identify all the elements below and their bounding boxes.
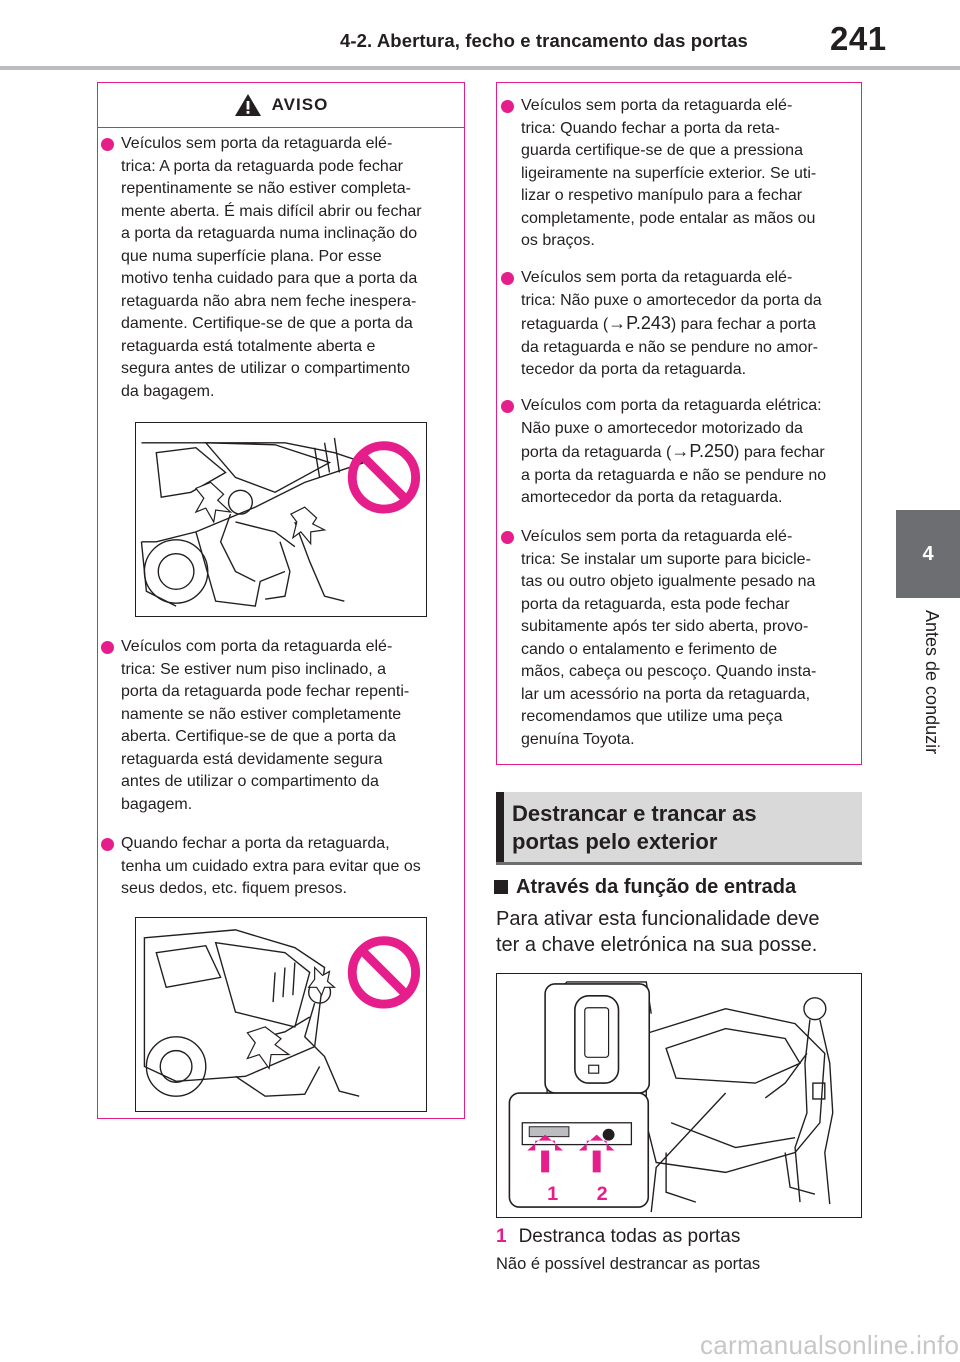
bullet-dot-icon bbox=[501, 400, 514, 413]
section-heading: Destrancar e trancar as portas pelo exte… bbox=[496, 792, 862, 865]
watermark: carmanualsonline.info bbox=[700, 1330, 960, 1360]
subheading: Através da função de entrada bbox=[494, 876, 796, 899]
warning-item-text-part: ) para fechar a porta da retaguarda e nã… bbox=[521, 444, 827, 506]
section-title: 4-2. Abertura, fecho e trancamento das p… bbox=[340, 30, 748, 51]
bullet-dot-icon bbox=[501, 272, 514, 285]
bullet-dot-icon bbox=[501, 100, 514, 113]
header-rule bbox=[0, 66, 960, 70]
bullet-dot-icon bbox=[101, 838, 114, 851]
warning-box-right bbox=[496, 82, 862, 765]
step-text: Destranca todas as portas bbox=[518, 1226, 741, 1247]
warning-item-text: Veículos com porta da retaguarda elétric… bbox=[521, 395, 861, 510]
tailgate-hazard-illustration-1 bbox=[135, 422, 427, 617]
bullet-dot-icon bbox=[101, 138, 114, 151]
step-item: 1 Destranca todas as portas bbox=[496, 1226, 740, 1248]
page-number: 241 bbox=[830, 20, 887, 57]
square-bullet-icon bbox=[494, 880, 508, 894]
warning-item-text: Quando fechar a porta da retaguarda, ten… bbox=[121, 835, 421, 897]
figure-label-2: 2 bbox=[597, 1183, 608, 1205]
bullet-dot-icon bbox=[501, 531, 514, 544]
figure-label-1: 1 bbox=[547, 1183, 558, 1205]
chapter-title: Antes de conduzir bbox=[922, 610, 942, 755]
page-reference-link[interactable]: →P.243 bbox=[608, 313, 671, 333]
subheading-text: Através da função de entrada bbox=[516, 876, 797, 898]
warning-item: Veículos sem porta da retaguarda elé- tr… bbox=[101, 133, 461, 403]
step-description: Não é possível destrancar as portas bbox=[496, 1255, 761, 1273]
smart-entry-illustration: 1 2 bbox=[496, 973, 862, 1218]
warning-item-text: Veículos sem porta da retaguarda elé- tr… bbox=[521, 267, 861, 382]
warning-item-text: Veículos sem porta da retaguarda elé- tr… bbox=[121, 135, 422, 400]
bullet-dot-icon bbox=[101, 641, 114, 654]
warning-box-left: AVISO bbox=[97, 82, 465, 1119]
warning-item-text-part: Veículos sem porta da retaguarda elé- tr… bbox=[521, 269, 822, 333]
body-text: Para ativar esta funcionalidade deve ter… bbox=[496, 908, 820, 956]
warning-item: Quando fechar a porta da retaguarda, ten… bbox=[101, 833, 461, 901]
step-number: 1 bbox=[496, 1226, 507, 1247]
warning-item: Veículos sem porta da retaguarda elé- tr… bbox=[501, 526, 861, 751]
section-heading-text: Destrancar e trancar as portas pelo exte… bbox=[512, 801, 757, 854]
page-reference-link[interactable]: →P.250 bbox=[671, 441, 735, 461]
warning-item-text-part: Veículos com porta da retaguarda elétric… bbox=[521, 397, 822, 461]
warning-item: Veículos com porta da retaguarda elé- tr… bbox=[101, 636, 461, 816]
warning-item: Veículos sem porta da retaguarda elé- tr… bbox=[501, 95, 861, 253]
warning-item: Veículos sem porta da retaguarda elé- tr… bbox=[501, 267, 861, 382]
heading-rule bbox=[496, 862, 862, 865]
warning-title: AVISO bbox=[271, 95, 329, 114]
warning-item-text: Veículos sem porta da retaguarda elé- tr… bbox=[521, 97, 817, 249]
warning-item-text: Veículos sem porta da retaguarda elé- tr… bbox=[521, 528, 817, 748]
heading-bar bbox=[496, 792, 504, 862]
warning-header: AVISO bbox=[98, 83, 464, 128]
chapter-number: 4 bbox=[922, 542, 934, 565]
warning-item-text: Veículos com porta da retaguarda elé- tr… bbox=[121, 638, 410, 813]
chapter-tab[interactable]: 4 bbox=[896, 510, 960, 598]
tailgate-hazard-illustration-2 bbox=[135, 917, 427, 1112]
warning-item: Veículos com porta da retaguarda elétric… bbox=[501, 395, 861, 510]
warning-item-text-part: ) para fechar a porta da retaguarda e nã… bbox=[521, 316, 819, 378]
warning-triangle-icon bbox=[234, 94, 261, 116]
